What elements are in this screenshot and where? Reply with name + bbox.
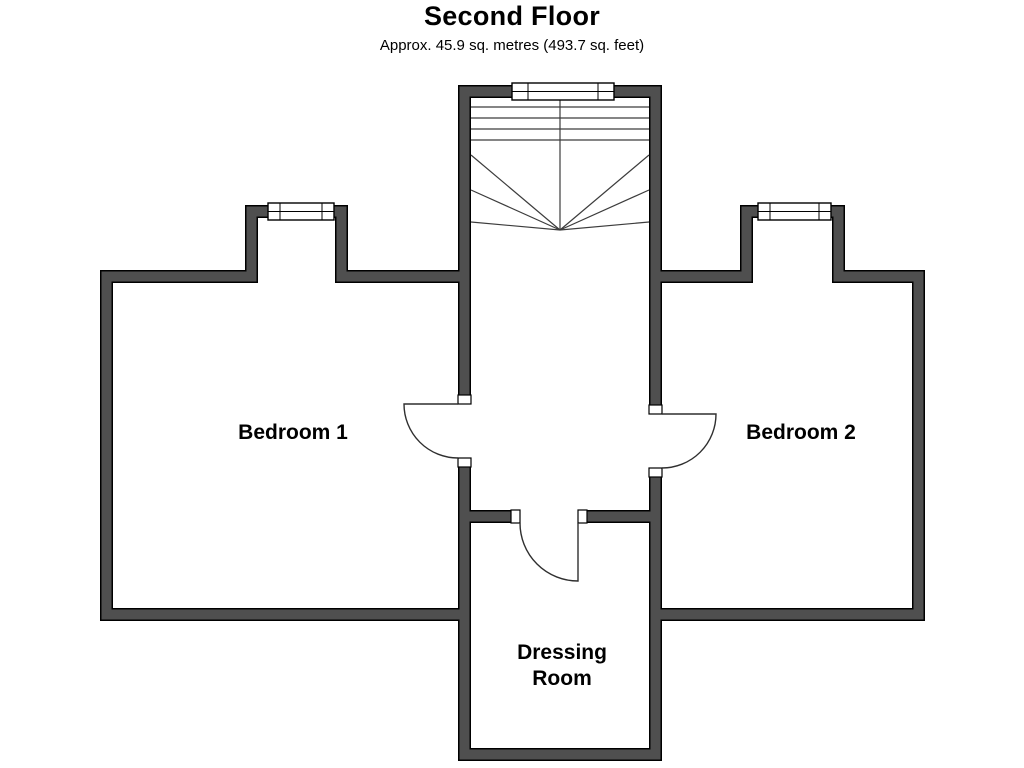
door-bedroom-2-icon [661, 413, 717, 469]
doors [403, 403, 717, 582]
page-title: Second Floor [423, 1, 601, 31]
door-dressing-room-icon [519, 522, 579, 582]
room-label-bedroom-1: Bedroom 1 [238, 421, 348, 444]
page-subtitle: Approx. 45.9 sq. metres (493.7 sq. feet) [379, 37, 645, 54]
window-stairwell-icon [511, 82, 615, 101]
door-bedroom-1-icon [403, 403, 459, 459]
window-bedroom-2-icon [757, 202, 832, 221]
staircase [470, 98, 650, 231]
room-label-bedroom-2: Bedroom 2 [746, 421, 856, 444]
walls [101, 86, 924, 760]
room-label-dressing-room: Dressing Room [517, 641, 607, 691]
door-jambs [457, 394, 663, 524]
window-bedroom-1-icon [267, 202, 335, 221]
plan-header: Second Floor Approx. 45.9 sq. metres (49… [0, 0, 1024, 54]
